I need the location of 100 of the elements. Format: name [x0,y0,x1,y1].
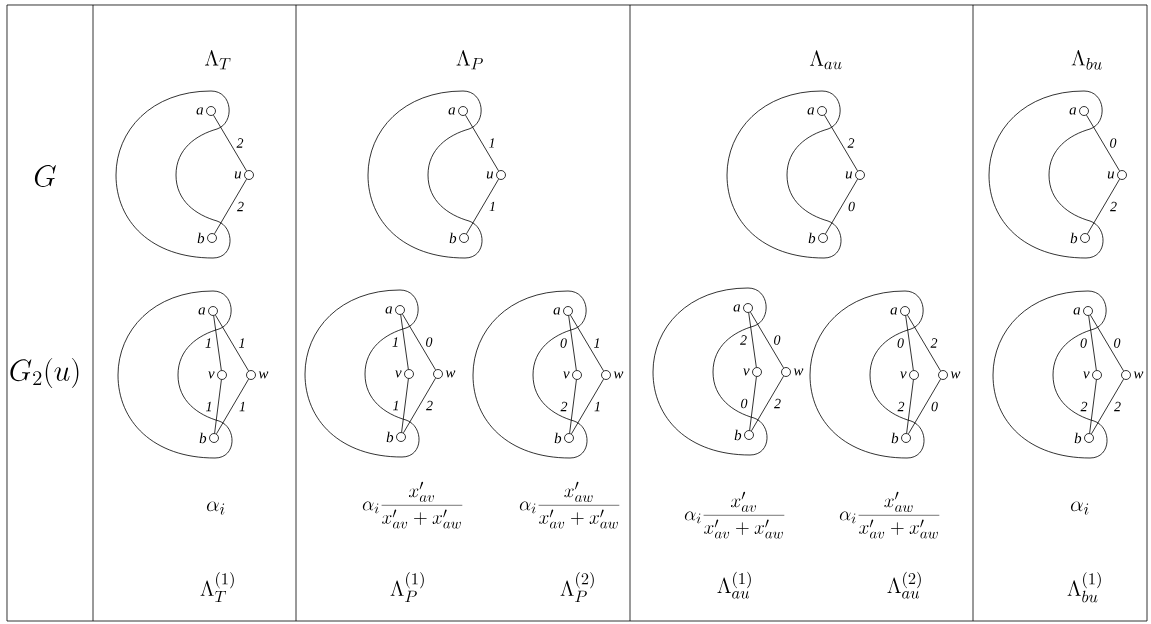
graph-edge [749,376,757,431]
vertex-label: v [208,371,215,379]
vertex-label: a [196,107,204,115]
edge-label: 0 [774,335,781,345]
edge-label: 2 [1080,401,1088,412]
graph-edge [905,315,914,371]
graph-edge [214,379,222,434]
edge-label: 1 [239,338,244,348]
edge-label: 1 [489,138,494,148]
graph-edge [1087,178,1120,235]
vertex-label: v [900,371,907,379]
edge-label: 1 [239,401,245,412]
vertex-label: b [197,232,205,244]
math-label: $\alpha_i \frac{x'_{aw}}{x'_{av}+x'_{aw}}$ [839,491,940,539]
graph-edge [401,378,409,433]
math-label: $\Lambda_{bu}$ [1071,50,1102,70]
vertex-label: a [890,307,898,315]
edge-label: 2 [740,335,747,345]
vertex-label: b [734,429,742,441]
math-label: $\Lambda_{bu}^{(1)}$ [1067,571,1101,603]
vertex-label: b [554,432,562,444]
vertex-label: u [1107,171,1115,179]
vertex-label: a [1073,307,1081,315]
graph-edge [748,312,757,368]
edge-label: 0 [426,337,433,347]
graph-edge [824,114,858,172]
vertex-label: v [563,371,570,379]
graph-edge [570,314,604,372]
edge-label: 1 [594,338,599,348]
graph-edge [906,379,914,434]
vertex-label: a [198,307,206,315]
vertex-label: v [1083,371,1090,379]
graph-edge [1086,114,1120,172]
edge-label: 2 [774,398,781,409]
vertex-label: b [1074,432,1082,444]
math-label: $\alpha_i$ [206,501,225,515]
vertex-label: w [1133,371,1144,379]
math-label: $\alpha_i$ [1070,501,1089,515]
math-label: $\Lambda_T^{(1)}$ [200,572,234,603]
math-label: $\Lambda_P^{(2)}$ [560,572,594,603]
graph-edge [213,114,247,172]
vertex-label: w [793,368,804,376]
vertex-label: w [445,370,456,378]
graph-edge [400,314,409,370]
graph-edge [1088,315,1097,371]
edge-label: 0 [897,338,904,348]
graph-edge [908,378,941,435]
graph-edge [907,314,941,372]
math-label: $\alpha_i \frac{x'_{av}}{x'_{av}+x'_{aw}}$ [684,491,785,539]
edge-label: 0 [741,398,748,409]
vertex-label: a [1069,107,1077,115]
edge-label: 1 [206,401,211,412]
edge-label: 1 [205,338,211,348]
vertex-label: b [449,232,457,244]
edge-label: 2 [930,338,938,348]
vertex-label: v [743,368,750,376]
edge-label: 0 [1110,138,1117,148]
graph-edge [1090,314,1124,372]
edge-label: 2 [236,138,244,148]
graph-edge [465,114,499,172]
edge-label: 1 [393,400,398,411]
math-label: $\Lambda_P^{(1)}$ [390,572,424,603]
vertex-label: u [845,171,853,179]
graph-edge [213,315,222,371]
vertex-label: v [395,370,402,378]
math-label: $\Lambda_{au}$ [809,50,842,70]
edge-label: 0 [1114,338,1121,348]
vertex-label: b [1070,232,1078,244]
math-label: $\alpha_i \frac{x'_{av}}{x'_{av}+x'_{aw}}$ [362,481,463,529]
graph-edge [750,311,784,369]
edge-label: 0 [931,401,938,412]
graph-edge [571,378,604,435]
graph-edge [216,378,249,435]
edge-label: 2 [237,201,244,212]
vertex-label: b [808,232,816,244]
graph-edge [568,315,577,371]
edge-label: 2 [847,138,855,148]
edge-label: 0 [1080,338,1087,348]
vertex-label: w [258,371,269,379]
edge-label: 1 [392,337,398,347]
edge-label: 1 [594,401,600,412]
vertex-label: w [950,371,961,379]
edge-label: 2 [1110,201,1117,212]
graph-edge [214,178,247,235]
vertex-label: u [486,171,494,179]
math-label: $\Lambda_T$ [205,50,231,70]
graph-edge [215,314,249,372]
row-label: $G_2(u)$ [10,358,79,389]
edge-label: 0 [560,338,567,348]
edge-label: 0 [848,201,855,212]
graph-edge [1091,378,1124,435]
math-label: $\Lambda_{au}^{(1)}$ [717,571,751,599]
vertex-label: u [234,171,242,179]
vertex-label: b [386,431,394,443]
graph-edge [402,313,436,371]
vertex-label: a [385,306,393,314]
math-label: $\alpha_i \frac{x'_{aw}}{x'_{av}+x'_{aw}}$ [519,481,620,529]
row-label: $G$ [34,165,56,187]
vertex-label: b [891,432,899,444]
graph-edge [751,375,784,432]
